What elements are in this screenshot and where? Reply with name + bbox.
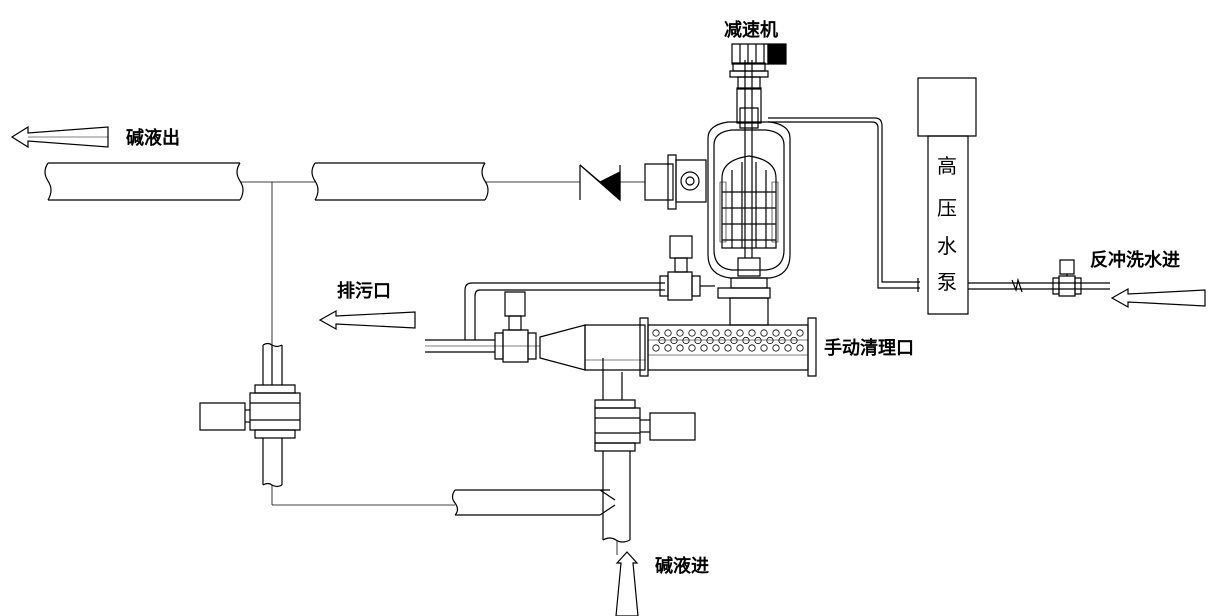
screen-hole [737,330,743,336]
screen-hole [677,330,683,336]
screen-hole [707,337,713,343]
screen-hole [761,345,767,351]
bypass-line [255,182,455,505]
bypass-valve [200,393,300,430]
pump-label-char-4: 泵 [937,270,957,294]
drive-assembly [730,44,786,258]
screen-hole [749,345,755,351]
screen-hole [713,330,719,336]
alkali-in-arrow [616,552,638,616]
pump-label-char-3: 水 [937,234,957,258]
screen-hole [665,345,671,351]
screen-hole [695,337,701,343]
screen-hole [653,345,659,351]
screen-hole [671,337,677,343]
manual-clean-label: 手动清理口 [824,338,914,359]
screen-hole [653,330,659,336]
drain-outlet-label: 排污口 [337,281,391,302]
pump-label-char-1: 高 [937,154,957,178]
screen-hole [731,337,737,343]
screen-hole [737,345,743,351]
screen-hole [725,330,731,336]
screen-hole [797,330,803,336]
high-pressure-pump [918,78,976,314]
screen-hole [725,345,731,351]
outlet-header-pipe [45,163,580,200]
screen-hole [761,330,767,336]
alkali-in-label: 碱液进 [655,556,709,577]
backwash-in-arrow [1112,289,1205,307]
screen-hole [701,330,707,336]
screen-hole [791,337,797,343]
screen-hole [713,345,719,351]
inlet-valve [595,408,695,443]
screen-hole [665,330,671,336]
screen-hole [743,337,749,343]
outlet-nozzle [645,155,706,209]
alkali-out-arrow [12,127,108,147]
strainer-body [540,318,816,376]
screen-hole [659,337,665,343]
drain-arrow [320,311,415,329]
pump-discharge-line [768,118,920,292]
screen-hole [785,330,791,336]
screen-hole [749,330,755,336]
screen-hole [755,337,761,343]
inlet-branch [453,490,616,515]
backwash-line [968,260,1110,296]
check-valve [580,165,645,200]
screen-hole [785,345,791,351]
screen-hole [779,337,785,343]
screen-hole [767,337,773,343]
filter-vessel [708,122,790,325]
screen-hole [719,337,725,343]
screen-hole [773,330,779,336]
pump-label-char-2: 压 [937,196,957,220]
inlet-riser [595,358,635,555]
screen-hole [689,330,695,336]
reducer-label: 减速机 [724,20,778,41]
screen-hole [797,345,803,351]
screen-hole [773,345,779,351]
drain-line [425,283,665,362]
alkali-out-label: 碱液出 [126,128,180,149]
screen-hole [677,345,683,351]
screen-hole [683,337,689,343]
screen-hole [701,345,707,351]
backwash-in-label: 反冲洗水进 [1090,250,1180,271]
flush-valve [660,236,715,300]
strainer-screen-holes [653,330,803,351]
screen-hole [689,345,695,351]
